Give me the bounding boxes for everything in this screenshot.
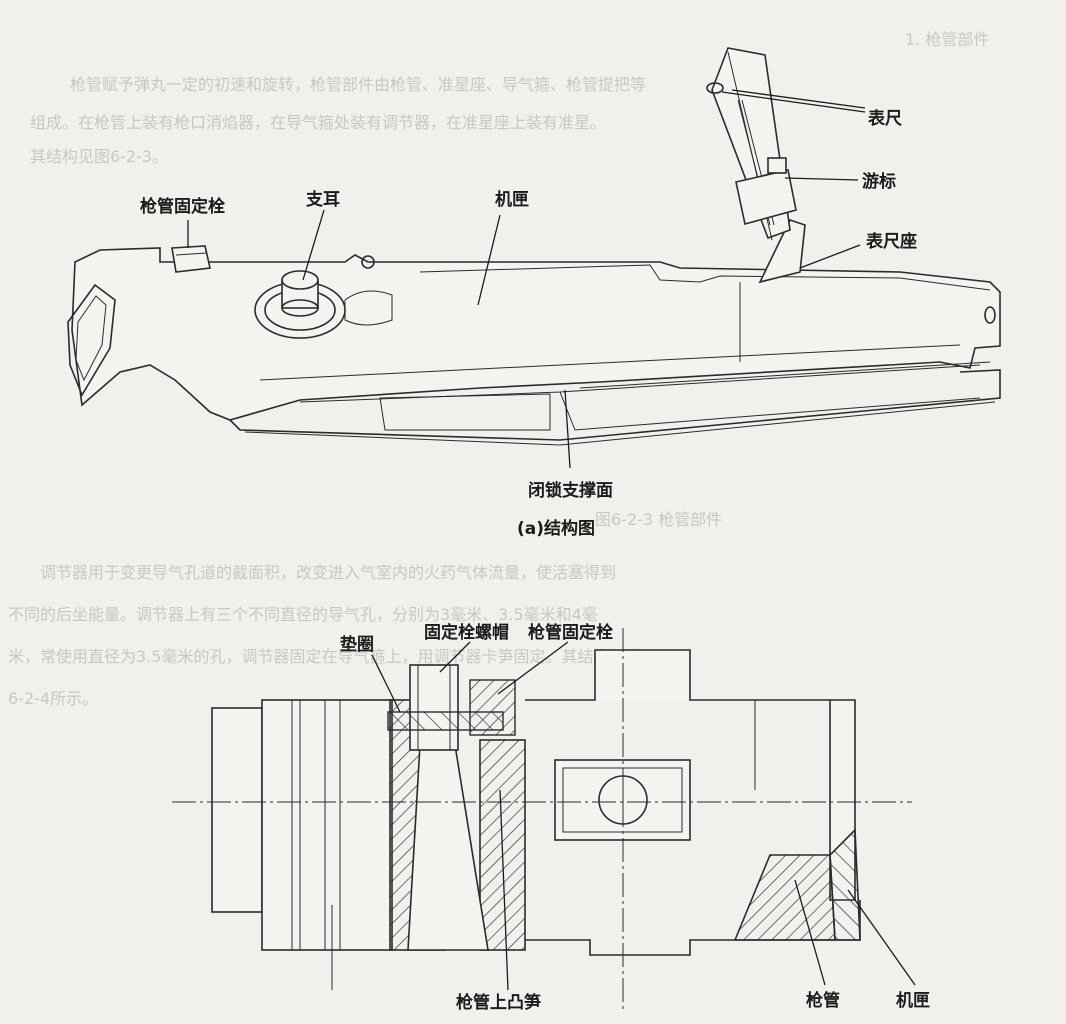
bleed-line-3: 组成。在枪管上装有枪口消焰器，在导气箍处装有调节器，在准星座上装有准星。: [30, 113, 606, 132]
barrel-pin-part: [171, 245, 211, 273]
rail-line-1: [244, 401, 996, 446]
leader-slider: [784, 177, 859, 181]
label-sight-leaf: 表尺: [868, 108, 902, 129]
receiver-top-eye: [361, 255, 375, 269]
receiver-rear-hole: [984, 306, 996, 324]
barrel-pin-edge: [175, 252, 208, 256]
label-locking-surface: 闭锁支撑面: [528, 480, 613, 501]
slider-part: [735, 169, 797, 225]
leader-sight-leaf: [731, 89, 866, 109]
receiver-lower-rail: [229, 369, 1001, 441]
leader-receiver: [477, 214, 501, 306]
leader-washer: [371, 654, 401, 713]
leader-barrel-pin-b: [497, 641, 569, 695]
label-pin-nut: 固定栓螺帽: [424, 622, 509, 643]
sight-leaf-notch: [706, 82, 724, 94]
label-barrel-pin: 枪管固定栓: [140, 196, 225, 217]
figure-b-section: [172, 628, 912, 1010]
figure-b-labels: 垫圈 固定栓螺帽 枪管固定栓 枪管上凸笋 枪管 机匣: [340, 622, 930, 1013]
label-washer: 垫圈: [340, 634, 374, 655]
leader-receiver-b: [847, 889, 916, 986]
label-receiver-b: 机匣: [896, 990, 930, 1011]
receiver-side-line: [259, 344, 961, 381]
leader-sight-leaf-2: [721, 91, 866, 113]
rail-line-3: [559, 391, 981, 431]
leader-pin-nut: [439, 641, 471, 673]
figure-a-leaders: [187, 89, 866, 469]
label-barrel-pin-b: 枪管固定栓: [528, 622, 613, 643]
lug-post-bottom: [281, 299, 319, 317]
figure-b-leaders: [371, 641, 916, 991]
receiver-front-inner: [75, 295, 107, 382]
barrel-collar: [261, 699, 393, 951]
receiver-section-hatch: [829, 828, 861, 941]
label-barrel-cam: 枪管上凸笋: [456, 992, 541, 1013]
caption-figure-a: (a)结构图: [517, 518, 595, 539]
rail-slot: [379, 393, 551, 431]
bleed-line-7: 米，常使用直径为3.5毫米的孔，调节器固定在导气箍上，用调节器卡笋固定。其结构如…: [8, 647, 641, 666]
barrel-section-hatch: [733, 854, 836, 941]
label-barrel: 枪管: [806, 990, 840, 1011]
receiver-boss: [344, 290, 393, 326]
sight-base-part: [758, 219, 806, 284]
leader-barrel: [794, 879, 826, 986]
bleed-line-1: 1. 枪管部件: [905, 30, 989, 49]
receiver-top-profile: [419, 264, 991, 291]
bleed-line-2: 枪管赋予弹丸一定的初速和旋转，枪管部件由枪管、准星座、导气箍、枪管提把等: [70, 75, 646, 94]
bleed-through-text: 1. 枪管部件 枪管赋予弹丸一定的初速和旋转，枪管部件由枪管、准星座、导气箍、枪…: [8, 30, 989, 708]
label-lug: 支耳: [306, 189, 340, 210]
figure-a-receiver: [67, 47, 1001, 446]
leader-sight-base: [799, 244, 861, 269]
tapered-pin-bore: [407, 744, 489, 951]
bleed-line-5: 调节器用于变更导气孔道的截面积，改变进入气室内的火药气体流量，使活塞得到: [40, 563, 616, 582]
bleed-line-6: 不同的后坐能量。调节器上有三个不同直径的导气孔，分别为3毫米、3.5毫米和4毫: [8, 605, 598, 624]
barrel-left-end: [211, 707, 263, 913]
label-sight-base: 表尺座: [866, 231, 917, 252]
rail-line-4: [579, 361, 991, 389]
bleed-line-8: 6-2-4所示。: [8, 689, 98, 708]
leader-lug: [302, 209, 325, 281]
leader-locking-surface: [564, 389, 571, 469]
label-slider: 游标: [862, 171, 896, 192]
barrel-pin-head: [469, 679, 516, 736]
bleed-fig-ref: 图6-2-3 枪管部件: [595, 510, 722, 529]
bleed-line-4: 其结构见图6-2-3。: [30, 147, 168, 166]
slider-knob: [767, 157, 787, 174]
leader-barrel-cam: [499, 789, 509, 991]
pin-nut-part: [409, 664, 459, 751]
figure-a-labels: 枪管固定栓 支耳 机匣 表尺 游标 表尺座 闭锁支撑面 (a)结构图: [140, 108, 917, 539]
receiver-front-opening: [67, 283, 116, 397]
label-receiver: 机匣: [495, 189, 529, 210]
lug-top: [281, 270, 319, 290]
